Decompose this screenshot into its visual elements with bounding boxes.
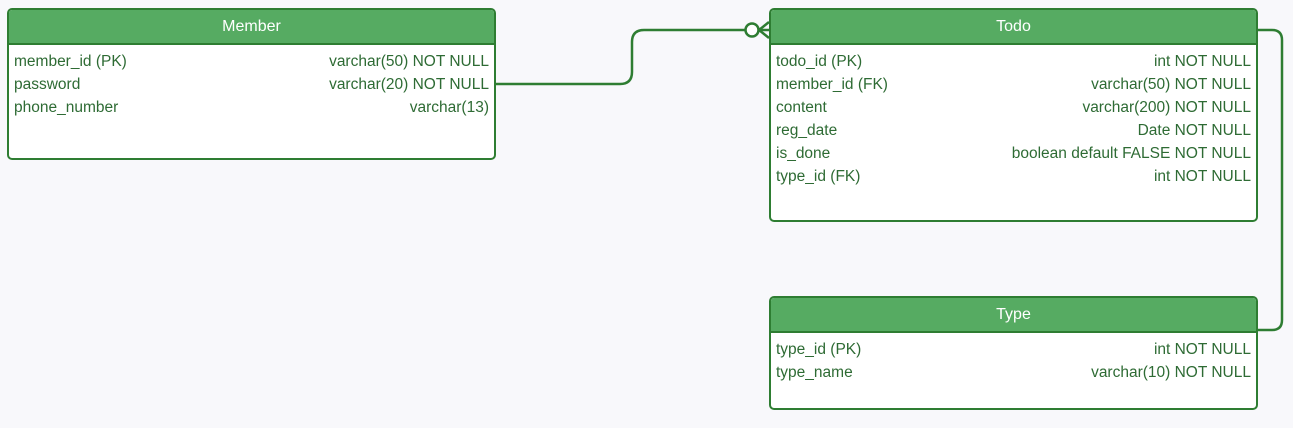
- attribute-type: int NOT NULL: [1153, 168, 1251, 185]
- todo-attribute-list: todo_id (PK) int NOT NULL member_id (FK)…: [771, 45, 1256, 188]
- attribute-type: varchar(20) NOT NULL: [329, 76, 489, 93]
- type-entity-title: Type: [771, 298, 1256, 333]
- type-attribute-list: type_id (PK) int NOT NULL type_name varc…: [771, 333, 1256, 384]
- attribute-name: content: [776, 99, 827, 116]
- todo-entity-title: Todo: [771, 10, 1256, 45]
- crows-foot-many-icon: [758, 21, 770, 39]
- todo-attribute-row: content varchar(200) NOT NULL: [771, 96, 1256, 119]
- attribute-type: boolean default FALSE NOT NULL: [1011, 145, 1251, 162]
- type-entity[interactable]: Type type_id (PK) int NOT NULL type_name…: [769, 296, 1258, 410]
- attribute-type: varchar(50) NOT NULL: [1091, 76, 1251, 93]
- attribute-type: varchar(13): [409, 99, 489, 116]
- attribute-type: Date NOT NULL: [1137, 122, 1251, 139]
- todo-attribute-row: member_id (FK) varchar(50) NOT NULL: [771, 73, 1256, 96]
- attribute-type: varchar(200) NOT NULL: [1082, 99, 1251, 116]
- attribute-type: varchar(50) NOT NULL: [329, 53, 489, 70]
- attribute-name: todo_id (PK): [776, 53, 863, 70]
- attribute-type: int NOT NULL: [1153, 341, 1251, 358]
- attribute-name: password: [14, 76, 81, 93]
- attribute-name: type_name: [776, 364, 853, 381]
- todo-entity[interactable]: Todo todo_id (PK) int NOT NULL member_id…: [769, 8, 1258, 222]
- todo-attribute-row: type_id (FK) int NOT NULL: [771, 165, 1256, 188]
- attribute-name: phone_number: [14, 99, 119, 116]
- attribute-name: member_id (FK): [776, 76, 888, 93]
- attribute-name: reg_date: [776, 122, 838, 139]
- zero-cardinality-icon: [744, 22, 760, 38]
- attribute-name: is_done: [776, 145, 831, 162]
- member-attribute-row: password varchar(20) NOT NULL: [9, 73, 494, 96]
- todo-attribute-row: todo_id (PK) int NOT NULL: [771, 50, 1256, 73]
- attribute-name: type_id (FK): [776, 168, 861, 185]
- todo-type-relationship-line: [1258, 28, 1284, 332]
- todo-attribute-row: reg_date Date NOT NULL: [771, 119, 1256, 142]
- member-attribute-row: phone_number varchar(13): [9, 96, 494, 119]
- member-entity[interactable]: Member member_id (PK) varchar(50) NOT NU…: [7, 8, 496, 160]
- attribute-type: varchar(10) NOT NULL: [1091, 364, 1251, 381]
- type-attribute-row: type_id (PK) int NOT NULL: [771, 338, 1256, 361]
- member-attribute-row: member_id (PK) varchar(50) NOT NULL: [9, 50, 494, 73]
- member-attribute-list: member_id (PK) varchar(50) NOT NULL pass…: [9, 45, 494, 119]
- member-entity-title: Member: [9, 10, 494, 45]
- member-todo-relationship-line: [496, 28, 769, 86]
- todo-attribute-row: is_done boolean default FALSE NOT NULL: [771, 142, 1256, 165]
- attribute-type: int NOT NULL: [1153, 53, 1251, 70]
- type-attribute-row: type_name varchar(10) NOT NULL: [771, 361, 1256, 384]
- attribute-name: type_id (PK): [776, 341, 862, 358]
- attribute-name: member_id (PK): [14, 53, 127, 70]
